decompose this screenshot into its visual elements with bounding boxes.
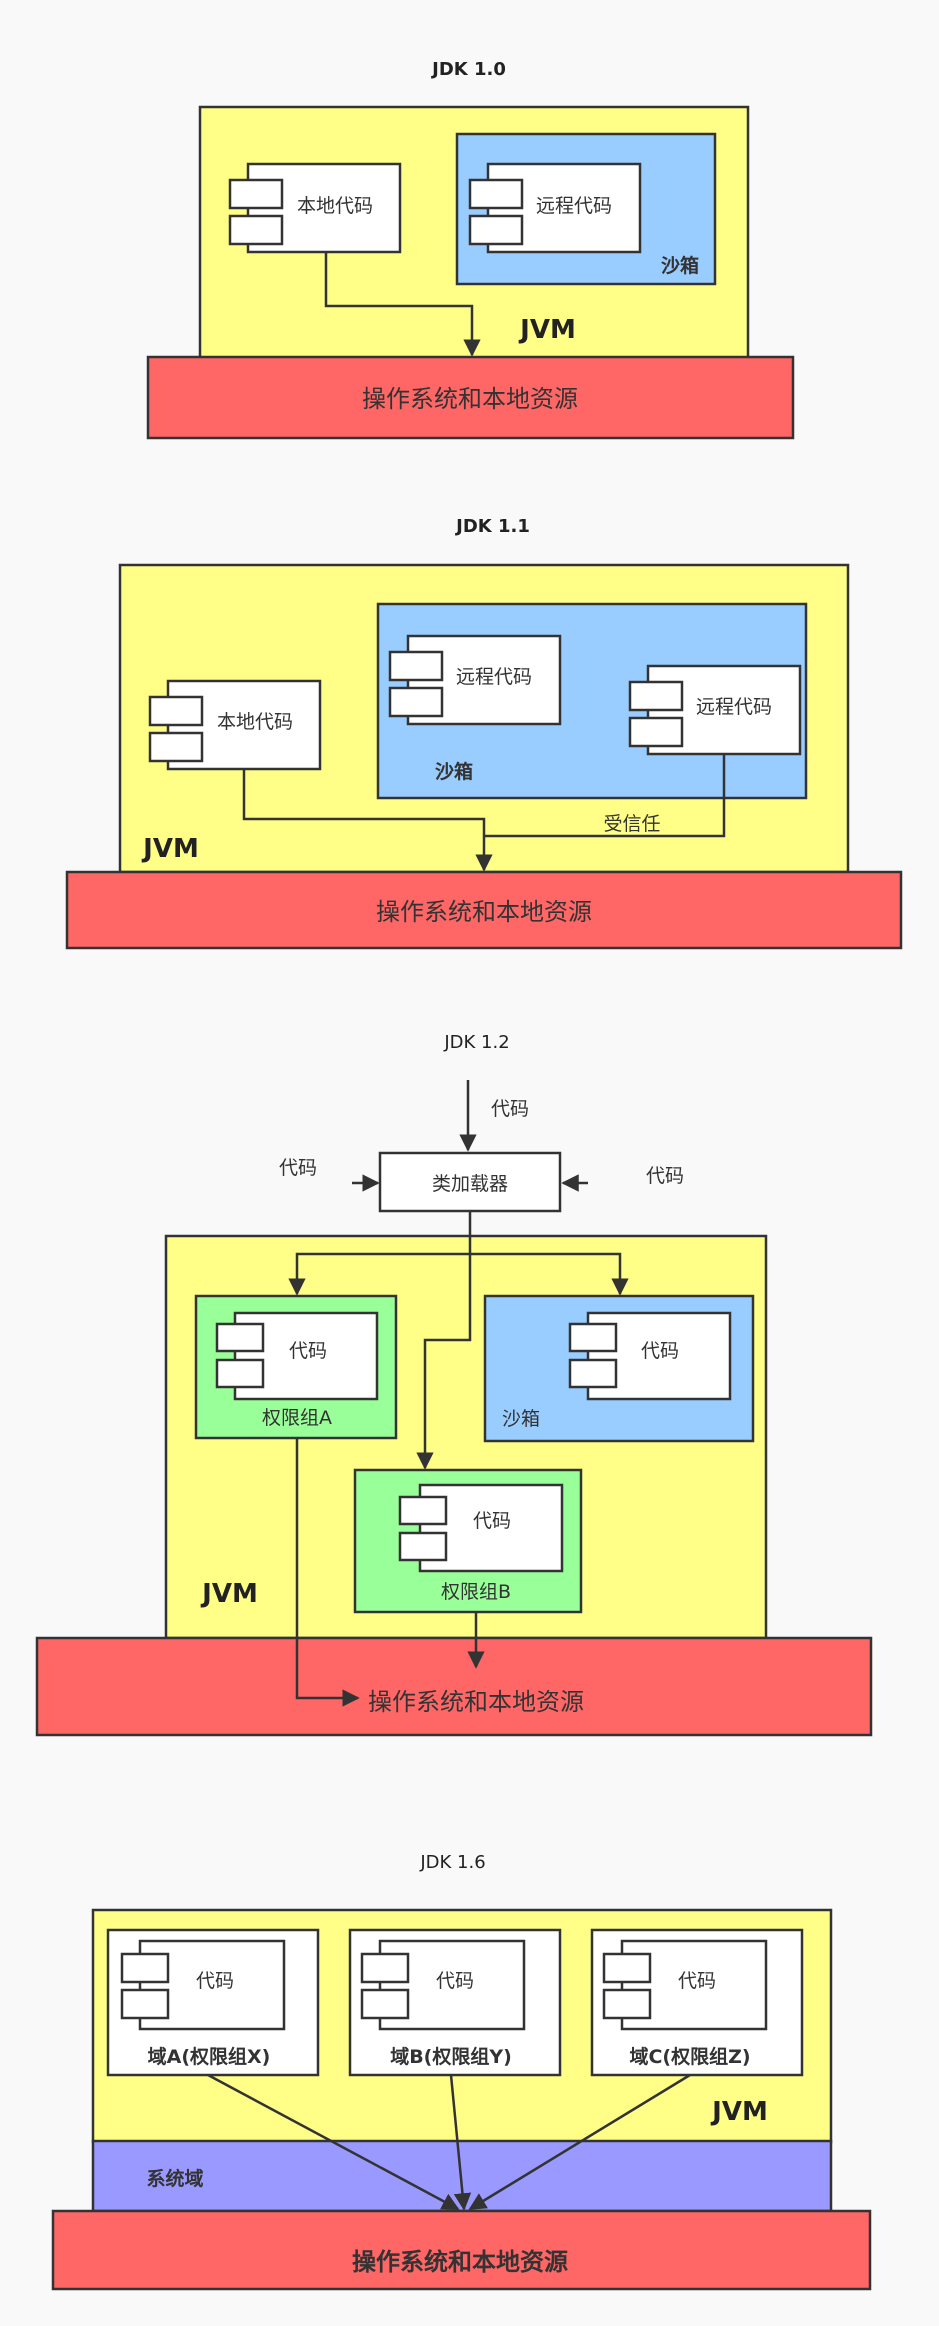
- jdk12-jvm-label: JVM: [200, 1579, 258, 1609]
- jdk10-section: JDK 1.0 JVM 沙箱 本地代码 远程代码 操作系统和本地资源: [146, 59, 795, 440]
- jdk11-jvm-label: JVM: [141, 834, 199, 864]
- jdk12-sandbox: 代码 沙箱: [483, 1294, 755, 1443]
- jdk11-os-box: [65, 870, 903, 950]
- jdk11-local-to-os-arrow: [242, 769, 493, 872]
- jdk16-domain-c-code-label: 代码: [678, 1970, 716, 1992]
- jdk12-group-b-code-label: 代码: [473, 1510, 511, 1532]
- jdk10-local-to-os-arrow: [324, 252, 481, 357]
- jdk16-jvm-label: JVM: [710, 2097, 768, 2127]
- jdk16-domain-b-label: 域B(权限组Y): [390, 2045, 512, 2068]
- jdk11-trusted-remote-to-os-line: [484, 754, 726, 838]
- jdk11-remote-code-1-component: 远程代码: [388, 634, 562, 726]
- jdk10-title: JDK 1.0: [430, 59, 506, 80]
- jdk16-domain-a-code-label: 代码: [196, 1970, 234, 1992]
- jdk12-code-right-label: 代码: [646, 1165, 684, 1187]
- jdk11-os-label: 操作系统和本地资源: [376, 898, 592, 926]
- jdk16-domain-a-label: 域A(权限组X): [148, 2045, 271, 2068]
- jdk12-code-top-label: 代码: [491, 1098, 529, 1120]
- jdk12-section: JDK 1.2 代码 代码 代码 类加载器 JVM 代码 权限组A 代码 沙箱: [35, 1032, 873, 1737]
- jdk12-group-a-to-os-arrow: [295, 1438, 360, 1707]
- jdk12-permission-group-b: 代码 权限组B: [353, 1468, 583, 1614]
- jdk11-section: JDK 1.1 JVM 沙箱 本地代码 远程代码 远程代码 操作系统和本地资源 …: [65, 516, 903, 950]
- jdk12-title: JDK 1.2: [443, 1032, 509, 1053]
- jdk12-os-label: 操作系统和本地资源: [368, 1688, 584, 1716]
- jdk12-sandbox-code-label: 代码: [641, 1340, 679, 1362]
- jdk16-domain-c-to-os-arrow: [468, 2073, 691, 2211]
- jdk12-group-a-code-label: 代码: [289, 1340, 327, 1362]
- jdk11-remote-code-1-label: 远程代码: [456, 666, 532, 688]
- jdk12-loader-to-group-b-arrow: [416, 1254, 472, 1470]
- jdk10-remote-code-component: 远程代码: [468, 162, 642, 254]
- jdk11-trusted-label: 受信任: [603, 813, 660, 835]
- jdk10-jvm-label: JVM: [518, 315, 576, 345]
- jdk16-domain-b: 代码 域B(权限组Y): [348, 1928, 562, 2077]
- jdk12-group-a-label: 权限组A: [262, 1407, 332, 1429]
- jdk16-os-box: [51, 2209, 872, 2291]
- jdk16-domain-a: 代码 域A(权限组X): [106, 1928, 320, 2077]
- jdk16-system-domain-label: 系统域: [146, 2167, 203, 2190]
- jdk12-classloader-label: 类加载器: [432, 1173, 508, 1195]
- jdk11-local-code-label: 本地代码: [217, 711, 293, 733]
- jdk16-domain-b-code-label: 代码: [436, 1970, 474, 1992]
- jdk11-remote-code-2-component: 远程代码: [628, 664, 802, 756]
- jdk12-loader-to-sandbox-arrow: [470, 1252, 629, 1296]
- jdk16-section: JDK 1.6 JVM 系统域 代码 域A(权限组X) 代码 域B(权限组Y): [51, 1852, 872, 2291]
- jdk11-sandbox-label: 沙箱: [435, 760, 473, 783]
- jdk16-domain-c: 代码 域C(权限组Z): [590, 1928, 804, 2077]
- jdk16-title: JDK 1.6: [419, 1852, 485, 1873]
- jdk12-os-box: [35, 1636, 873, 1737]
- jdk11-remote-code-2-label: 远程代码: [696, 696, 772, 718]
- jdk12-loader-to-group-a-arrow: [288, 1211, 472, 1296]
- jdk12-group-b-label: 权限组B: [441, 1581, 511, 1603]
- jdk16-domain-a-to-os-arrow: [207, 2073, 460, 2211]
- jdk10-sandbox-label: 沙箱: [661, 254, 699, 277]
- jdk10-local-code-component: 本地代码: [228, 162, 402, 254]
- jdk12-classloader-box: [378, 1151, 562, 1213]
- jdk10-os-box: [146, 355, 795, 440]
- jdk16-domain-c-label: 域C(权限组Z): [629, 2045, 750, 2068]
- jdk12-permission-group-a: 代码 权限组A: [194, 1294, 398, 1440]
- jdk11-local-code-component: 本地代码: [148, 679, 322, 771]
- jdk16-domain-b-to-os-arrow: [449, 2074, 472, 2211]
- jdk12-sandbox-label: 沙箱: [502, 1408, 540, 1430]
- jdk10-os-label: 操作系统和本地资源: [362, 385, 578, 413]
- jdk10-remote-code-label: 远程代码: [536, 195, 612, 217]
- jdk10-local-code-label: 本地代码: [297, 195, 373, 217]
- jdk16-os-label: 操作系统和本地资源: [352, 2248, 568, 2276]
- jdk12-code-left-label: 代码: [279, 1157, 317, 1179]
- jdk11-title: JDK 1.1: [454, 516, 530, 537]
